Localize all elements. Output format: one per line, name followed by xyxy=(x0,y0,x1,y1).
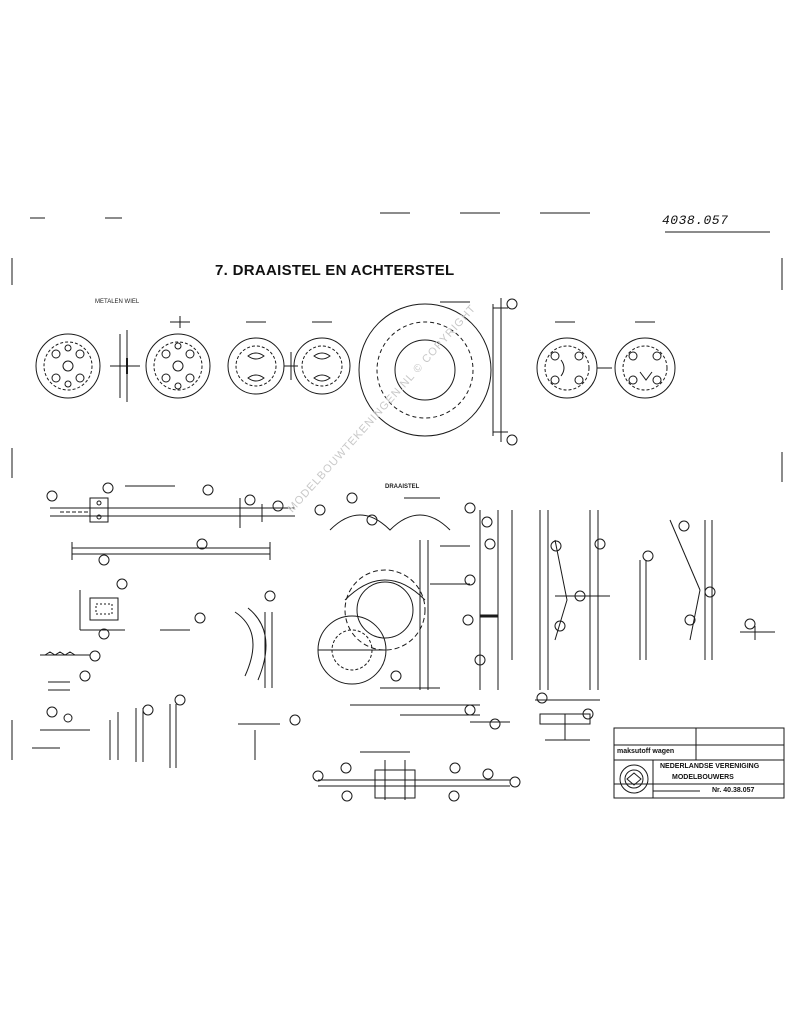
label-draaistel: DRAAISTEL xyxy=(385,484,420,490)
curved-brackets xyxy=(234,590,301,760)
small-parts-left xyxy=(32,578,206,768)
drawing-reference-number: 4038.057 xyxy=(662,213,729,228)
title-block-number: Nr. 40.38.057 xyxy=(712,787,755,794)
wheel-front-view-2 xyxy=(145,316,211,399)
wheel-pair-center xyxy=(227,321,351,395)
right-side-parts xyxy=(535,510,775,741)
title-block-frame xyxy=(613,727,785,799)
axle-assembly xyxy=(46,482,295,566)
title-block-organization-line1: NEDERLANDSE VERENIGING xyxy=(660,763,760,770)
large-tyre xyxy=(358,298,518,446)
wheel-pair-right xyxy=(536,321,676,399)
wheel-side-view-1 xyxy=(110,330,140,402)
bottom-axle xyxy=(312,751,521,802)
border-ticks xyxy=(11,212,783,760)
drawing-title: 7. DRAAISTEL EN ACHTERSTEL xyxy=(215,262,455,279)
wheel-front-view-1 xyxy=(35,333,101,399)
label-metalen-wiel: METALEN WIEL xyxy=(95,299,140,305)
title-block-drawing-name: maksutoff wagen xyxy=(617,748,675,755)
bogie-assembly xyxy=(314,492,513,730)
title-block-organization-line2: MODELBOUWERS xyxy=(672,774,734,781)
